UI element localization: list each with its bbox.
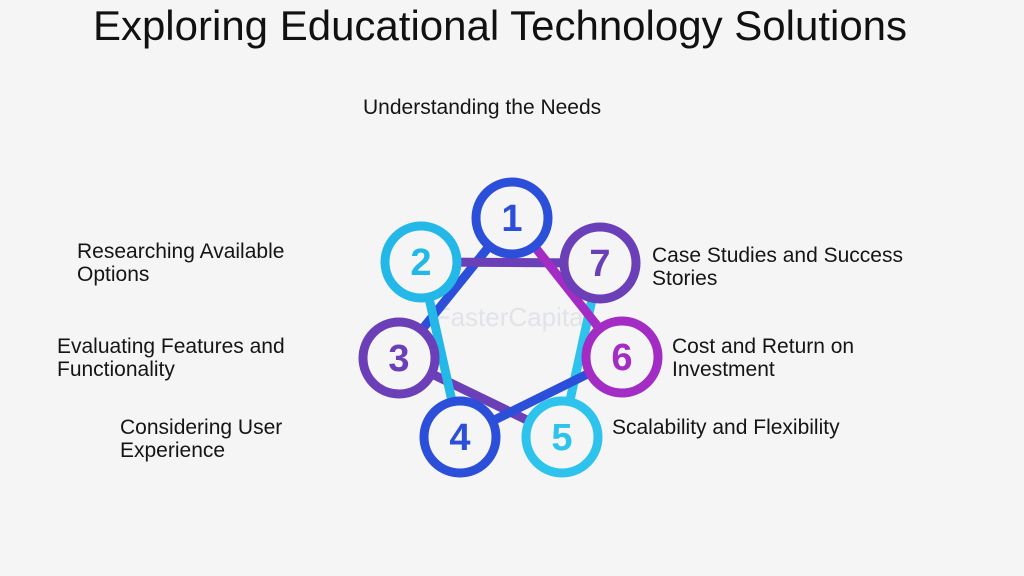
step-ring-7 — [559, 222, 641, 304]
step-number-6: 6 — [611, 337, 632, 379]
step-label-6: Cost and Return on Investment — [672, 335, 855, 381]
step-ring-5 — [521, 396, 603, 478]
step-number-7: 7 — [589, 243, 610, 285]
page-title: Exploring Educational Technology Solutio… — [92, 2, 908, 49]
step-ring-4 — [419, 396, 501, 478]
connector-lines — [414, 238, 607, 428]
connector-line — [484, 366, 598, 428]
watermark-text: FasterCapital — [435, 302, 590, 332]
step-label-7: Case Studies and Success Stories — [652, 244, 903, 290]
step-ring-2 — [380, 221, 462, 303]
connector-line — [423, 289, 458, 410]
step-number-3: 3 — [388, 338, 409, 380]
step-label-3: Evaluating Features and Functionality — [57, 335, 285, 381]
step-number-1: 1 — [501, 198, 522, 240]
step-number-2: 2 — [410, 242, 431, 284]
connector-line — [527, 238, 607, 337]
step-label-4: Considering User Experience — [120, 416, 283, 462]
step-number-5: 5 — [551, 417, 572, 459]
step-ring-3 — [358, 317, 440, 399]
step-ring-1 — [471, 177, 553, 259]
step-label-5: Scalability and Flexibility — [612, 416, 840, 439]
step-label-1: Understanding the Needs — [363, 96, 602, 119]
step-ring-6 — [581, 316, 663, 398]
step-number-4: 4 — [449, 417, 470, 459]
step-label-2: Researching Available Options — [77, 240, 285, 286]
